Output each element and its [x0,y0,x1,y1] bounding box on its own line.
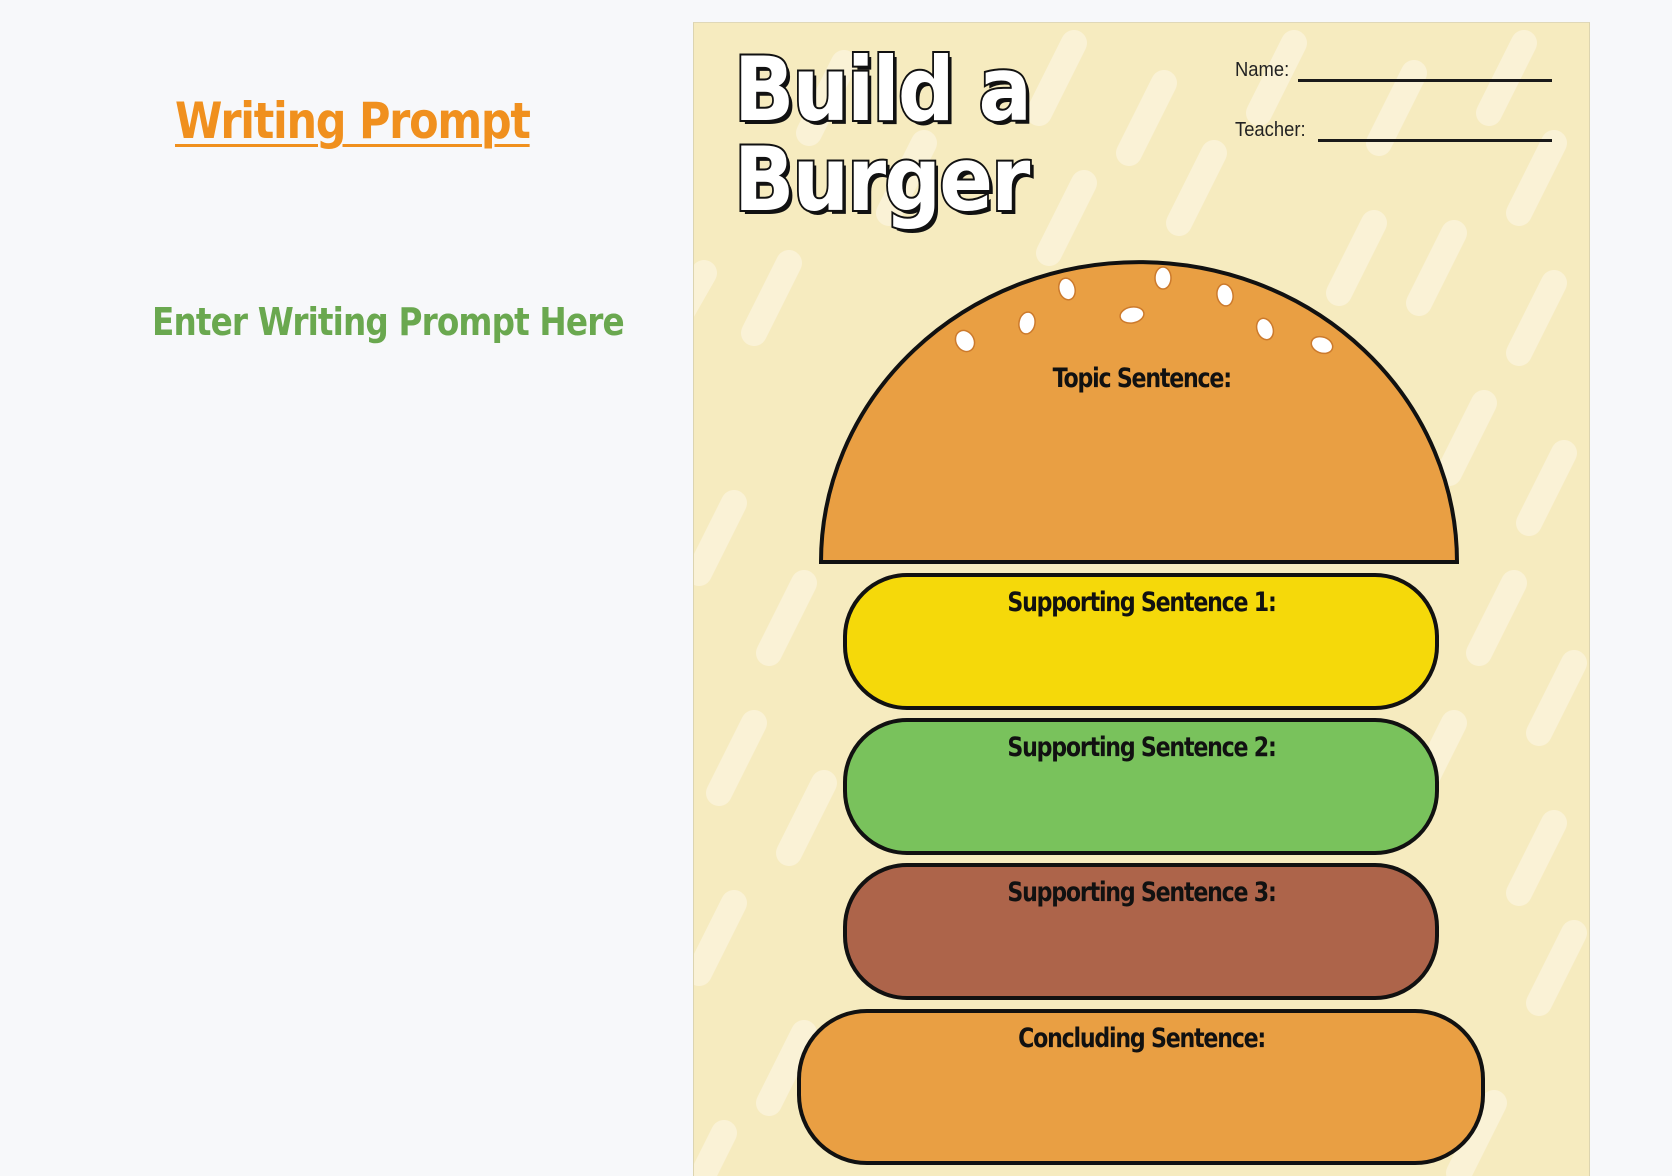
background-stripes [694,30,1587,1176]
name-label: Name: [1235,59,1290,81]
bottom-bun-shape [797,1009,1485,1165]
worksheet-title: Build a Burger [732,38,1034,231]
supporting-sentence-2-label-text: Supporting Sentence 2: [1007,732,1276,763]
sesame-seeds [954,266,1334,355]
supporting-sentence-1-label[interactable]: Supporting Sentence 1: [694,587,1589,618]
cheese-layer-shape [843,573,1439,710]
topic-sentence-label-text: Topic Sentence: [1052,363,1232,394]
supporting-sentence-3-label[interactable]: Supporting Sentence 3: [694,877,1589,908]
burger-graphic [797,260,1485,1165]
supporting-sentence-2-label[interactable]: Supporting Sentence 2: [694,732,1589,763]
concluding-sentence-label-text: Concluding Sentence: [1018,1023,1266,1054]
supporting-sentence-3-label-text: Supporting Sentence 3: [1007,877,1276,908]
worksheet-title-line-1: Build a [732,38,1034,141]
writing-prompt-text[interactable]: Enter Writing Prompt Here [152,300,625,344]
teacher-field[interactable] [1318,139,1552,142]
topic-sentence-label[interactable]: Topic Sentence: [694,363,1589,394]
teacher-label: Teacher: [1235,119,1306,141]
lettuce-layer-shape [843,718,1439,855]
name-field[interactable] [1298,79,1552,82]
supporting-sentence-1-label-text: Supporting Sentence 1: [1007,587,1276,618]
left-panel: Writing Prompt Enter Writing Prompt Here [0,0,680,1176]
worksheet-title-line-2: Burger [732,128,1032,231]
patty-layer-shape [843,863,1439,1000]
writing-prompt-heading[interactable]: Writing Prompt [175,92,531,150]
top-bun-shape [818,260,1460,564]
burger-worksheet: Build a Burger Name: Teacher: [693,22,1590,1176]
concluding-sentence-label[interactable]: Concluding Sentence: [694,1023,1589,1054]
